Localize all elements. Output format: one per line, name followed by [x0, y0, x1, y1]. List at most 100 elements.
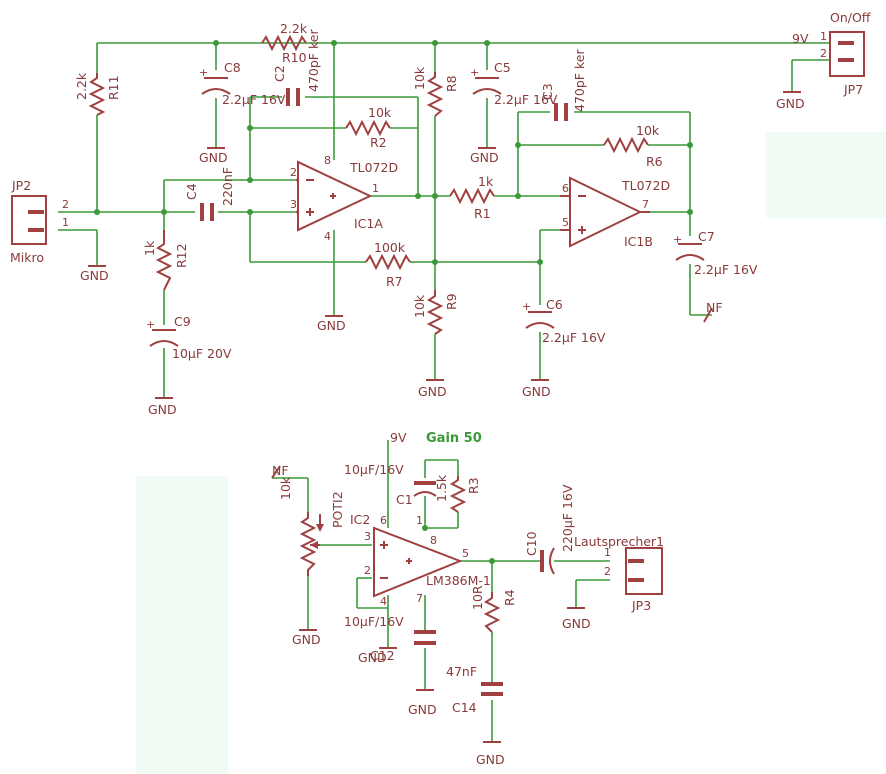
jp3-label: JP3	[631, 598, 651, 613]
ground-symbols-top	[88, 91, 801, 399]
background-pane-bottom	[136, 476, 228, 774]
svg-text:+: +	[199, 66, 208, 79]
capacitor-c9: +	[146, 318, 179, 347]
potentiometer-poti2	[299, 512, 324, 576]
capacitor-c3	[554, 103, 568, 121]
svg-text:5: 5	[462, 547, 469, 560]
connector-jp3: 1 2	[604, 546, 663, 595]
c2-name: C2	[272, 65, 287, 82]
c12-name: C12	[370, 648, 395, 663]
c4-value: 220nF	[220, 167, 235, 206]
svg-text:7: 7	[642, 198, 649, 211]
capacitor-c10	[540, 547, 555, 575]
r7-name: R7	[386, 274, 403, 289]
gnd-jp2: GND	[80, 268, 109, 283]
capacitor-c1	[413, 481, 437, 497]
r9-value: 10k	[412, 294, 427, 318]
gnd-ic1a: GND	[317, 318, 346, 333]
resistor-r10	[261, 34, 307, 52]
svg-text:2: 2	[820, 47, 827, 60]
c5-name: C5	[494, 60, 511, 75]
c12-value: 10µF/16V	[344, 614, 404, 629]
capacitor-c2	[286, 88, 300, 106]
svg-text:2: 2	[62, 198, 69, 211]
r10-value: 2.2k	[280, 21, 308, 36]
ic1b-name: IC1B	[624, 234, 653, 249]
r11-value: 2.2k	[74, 72, 89, 100]
r3-value: 1.5k	[434, 474, 449, 502]
r8-name: R8	[444, 75, 459, 92]
c1-name: C1	[396, 492, 413, 507]
svg-text:5: 5	[562, 216, 569, 229]
svg-text:2: 2	[604, 565, 611, 578]
svg-text:+: +	[673, 233, 682, 246]
resistor-r3	[449, 476, 467, 513]
r10-name: R10	[282, 50, 307, 65]
capacitor-c8: +	[199, 66, 231, 95]
svg-text:3: 3	[364, 530, 371, 543]
nf-in-flag	[271, 465, 281, 479]
svg-text:3: 3	[290, 198, 297, 211]
gnd-jp7: GND	[776, 96, 805, 111]
jp7-title: On/Off	[830, 10, 871, 25]
gain-label: Gain 50	[426, 431, 482, 446]
poti2-value: 10k	[278, 476, 293, 500]
resistor-r11	[88, 73, 106, 116]
r7-value: 100k	[374, 240, 406, 255]
svg-text:6: 6	[380, 514, 387, 527]
capacitor-c6: +	[522, 300, 555, 329]
capacitor-c14	[481, 682, 503, 696]
r1-name: R1	[474, 206, 491, 221]
r4-value: 10R	[470, 585, 485, 610]
gnd-c6: GND	[522, 384, 551, 399]
r4-name: R4	[502, 589, 517, 606]
svg-text:7: 7	[416, 592, 423, 605]
c8-name: C8	[224, 60, 241, 75]
c8-value: 2.2µF 16V	[222, 92, 286, 107]
resistor-r7	[365, 253, 411, 271]
capacitor-c4	[200, 203, 214, 221]
svg-text:2: 2	[364, 564, 371, 577]
gnd-c9: GND	[148, 402, 177, 417]
ic1a-name: IC1A	[354, 216, 383, 231]
c14-name: C14	[452, 700, 477, 715]
ic2-name: IC2	[350, 512, 370, 527]
resistor-r1	[449, 187, 495, 205]
r6-name: R6	[646, 154, 663, 169]
c14-value: 47nF	[446, 664, 477, 679]
c5-value: 2.2µF 16V	[494, 92, 558, 107]
svg-text:6: 6	[562, 182, 569, 195]
r12-value: 1k	[142, 240, 157, 256]
amplifier-ic2	[373, 526, 463, 598]
r8-value: 10k	[412, 66, 427, 90]
r3-name: R3	[466, 477, 481, 494]
svg-text:1: 1	[820, 30, 827, 43]
r2-name: R2	[370, 135, 387, 150]
wires-bottom	[272, 440, 610, 742]
svg-text:+: +	[470, 66, 479, 79]
resistor-r12	[155, 230, 173, 291]
svg-text:1: 1	[604, 546, 611, 559]
c9-value: 10µF 20V	[172, 346, 232, 361]
ic2-value: LM386M-1	[426, 573, 491, 588]
c6-name: C6	[546, 297, 563, 312]
ic1b-value: TL072D	[621, 178, 670, 193]
r6-value: 10k	[636, 123, 660, 138]
nf-out-flag	[703, 307, 713, 323]
resistor-r8	[426, 72, 444, 117]
background-pane-right	[766, 132, 886, 218]
svg-text:+: +	[522, 300, 531, 313]
svg-text:+: +	[146, 318, 155, 331]
c1-value: 10µF/16V	[344, 462, 404, 477]
c4-name: C4	[184, 183, 199, 200]
svg-text:8: 8	[430, 534, 437, 547]
r9-name: R9	[444, 293, 459, 310]
rail-9v-label: 9V	[792, 31, 809, 46]
resistor-r6	[603, 136, 649, 154]
jp2-label: JP2	[11, 178, 31, 193]
gnd-c12: GND	[408, 702, 437, 717]
gnd-jp3: GND	[562, 616, 591, 631]
svg-text:4: 4	[324, 230, 331, 243]
jp2-sub-label: Mikro	[10, 250, 44, 265]
